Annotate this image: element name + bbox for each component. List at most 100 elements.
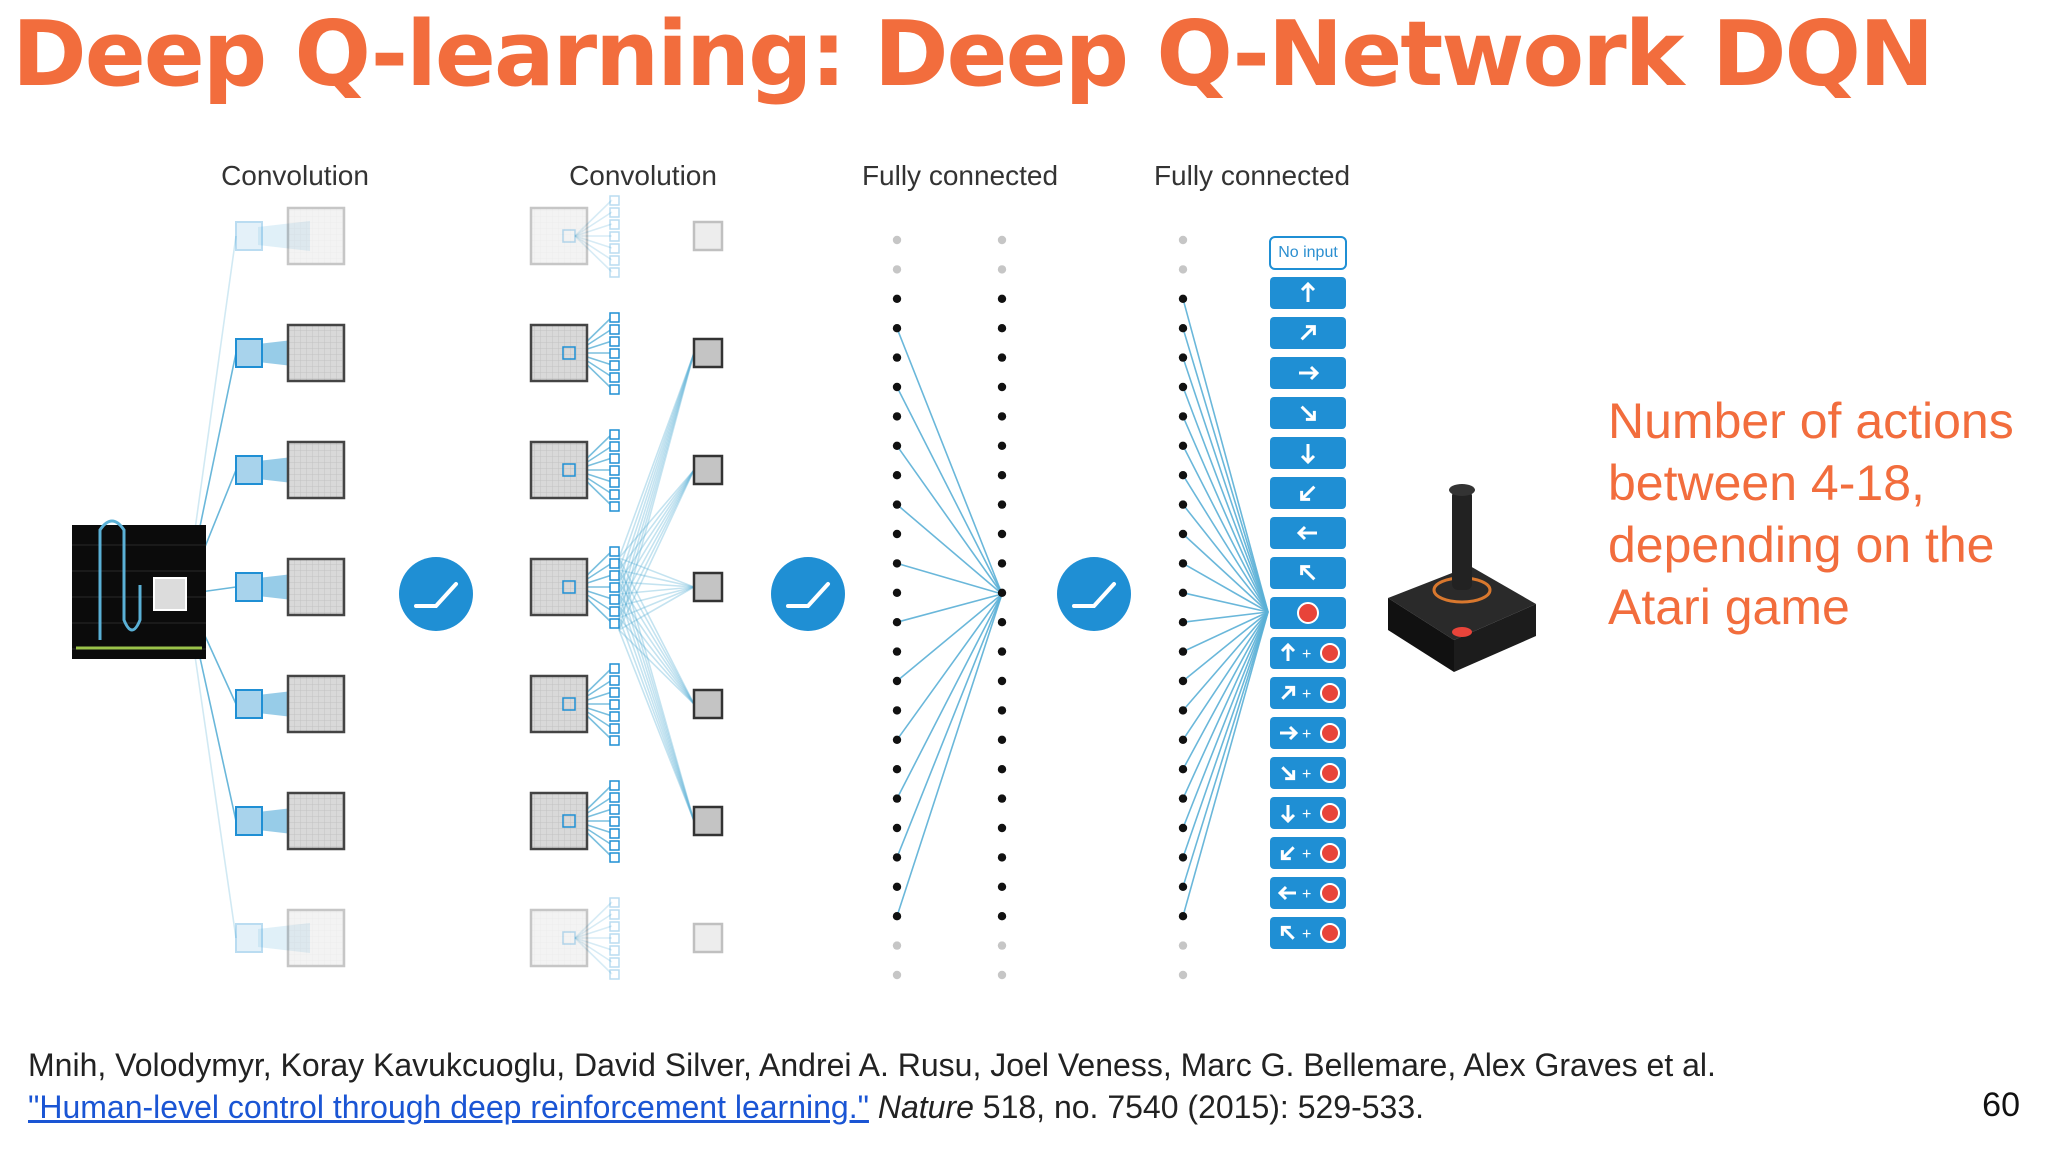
conv2-channel (609, 606, 620, 617)
fc3-neuron (1178, 912, 1188, 921)
connection-line (618, 469, 695, 559)
conv2-channel (609, 735, 620, 746)
conv2-channel (609, 816, 620, 827)
fc2-neuron (997, 588, 1007, 597)
fc1-neuron (892, 882, 902, 891)
conv2-output-unit (692, 454, 724, 486)
fc3-neuron (1178, 353, 1188, 362)
connection-line (1182, 298, 1269, 613)
conv2-channel (609, 255, 620, 266)
arrow-shaft (1300, 565, 1316, 581)
arrow-icon (1300, 444, 1316, 465)
citation: Mnih, Volodymyr, Koray Kavukcuoglu, Davi… (28, 1044, 1716, 1128)
connection-line (1182, 611, 1269, 770)
fc1-neuron (892, 500, 902, 509)
no-input-label: No input (1278, 244, 1338, 261)
conv2-channel (609, 219, 620, 230)
connection-line (618, 569, 695, 588)
connection-line (1182, 327, 1269, 613)
conv2-channel (609, 828, 620, 839)
arrow-shaft (1281, 686, 1295, 700)
fc1-neuron (892, 618, 902, 627)
fire-icon (1320, 843, 1340, 863)
plus-sign: + (1302, 926, 1311, 943)
arrow-head (1277, 885, 1288, 901)
arrow-head (1300, 565, 1311, 576)
layer-label-conv2: Convolution (569, 160, 717, 191)
fire-icon (1320, 883, 1340, 903)
citation-journal: Nature (877, 1089, 974, 1125)
conv2-channel (609, 780, 620, 791)
connection-line (896, 593, 1003, 799)
conv1-filter (235, 923, 263, 953)
fc2-neuron (997, 412, 1007, 421)
connection-line (618, 586, 695, 607)
fc3-neuron (1178, 941, 1188, 950)
connection-line (618, 352, 695, 571)
connection-line (896, 503, 1003, 595)
connection-line (618, 605, 695, 822)
paper-link[interactable]: "Human-level control through deep reinfo… (28, 1089, 869, 1125)
fc2-neuron (997, 529, 1007, 539)
conv1-feature-map (286, 206, 346, 266)
conv2-channel (609, 429, 620, 440)
fc2-neuron (997, 353, 1007, 362)
connection-line (618, 569, 695, 822)
conv2-channel (609, 231, 620, 242)
conv2-channel (609, 501, 620, 512)
conv2-output-unit (692, 337, 724, 369)
conv2-channel (609, 804, 620, 815)
fc1-neuron (892, 794, 902, 803)
fc3-neuron (1178, 970, 1188, 980)
conv2-channel (609, 267, 620, 278)
connection-line (618, 629, 695, 705)
connection-line (1182, 611, 1269, 653)
conv1-filter (235, 338, 263, 368)
layer-label-fc1: Fully connected (861, 160, 1059, 191)
fc1-neuron (892, 765, 902, 774)
fc2-neuron (997, 676, 1007, 686)
connection-line (896, 593, 1003, 917)
conv2-output-unit (692, 220, 724, 252)
conv2-channel (609, 195, 620, 206)
fc2-neuron (997, 823, 1007, 833)
connection-line (618, 581, 695, 822)
fc3-neuron (1178, 324, 1188, 333)
arrow-shaft (1300, 325, 1316, 341)
conv2-channel (609, 558, 620, 569)
joystick-top (1449, 484, 1475, 496)
arrow-icon (1280, 642, 1296, 661)
arrow-head (1288, 725, 1299, 741)
plus-sign: + (1302, 806, 1311, 823)
conv2-kernel (562, 463, 576, 477)
conv1-feature-map (286, 674, 346, 734)
arrow-icon (1300, 281, 1316, 302)
conv2-channel (609, 969, 620, 980)
arrow-icon (1300, 325, 1316, 341)
fc3-neuron (1178, 706, 1188, 715)
connection-line (1182, 611, 1269, 888)
connection-line (896, 327, 1003, 595)
conv2-channel (609, 594, 620, 605)
conv2-kernel (562, 229, 576, 243)
dqn-architecture-diagram: ++++++++ (72, 195, 1536, 980)
conv1-feature-map (286, 791, 346, 851)
plus-sign: + (1302, 886, 1311, 903)
connection-line (1182, 504, 1269, 613)
fc1-neuron (892, 970, 902, 980)
arrow-head (1300, 490, 1311, 501)
conv2-channel (609, 792, 620, 803)
arrow-head (1280, 813, 1296, 824)
fire-icon (1320, 763, 1340, 783)
layer-label-conv1: Convolution (221, 160, 369, 191)
fc1-neuron (892, 471, 902, 480)
connection-line (896, 445, 1003, 595)
relu-icon (1057, 557, 1131, 631)
arrow-icon (1280, 846, 1295, 861)
connection-line (618, 352, 695, 595)
conv2-output-unit (692, 805, 724, 837)
arrow-shaft (1281, 926, 1295, 940)
connection-line (1182, 445, 1269, 613)
conv1-feature-map (286, 557, 346, 617)
fc3-neuron (1178, 500, 1188, 509)
